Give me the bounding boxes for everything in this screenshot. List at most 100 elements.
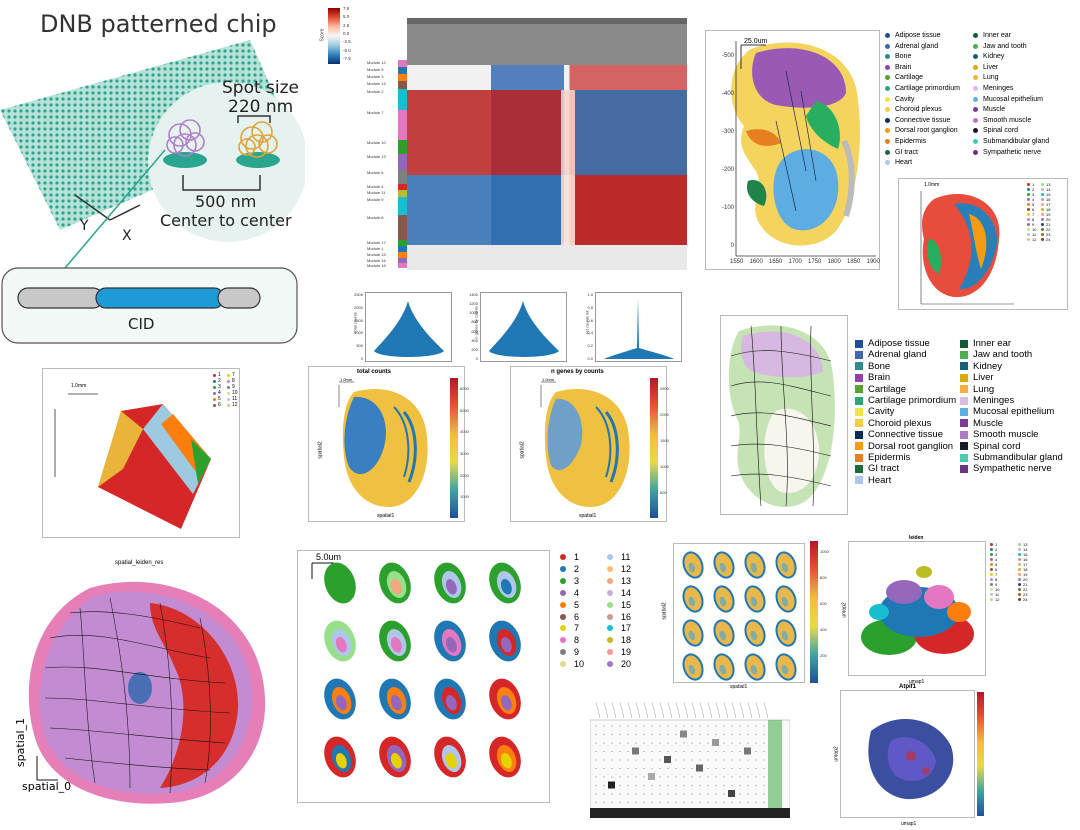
umap-leiden-title: leiden	[909, 535, 924, 541]
dot	[683, 776, 685, 778]
dot-plot-header-tick	[747, 701, 753, 719]
tissue-legend-item: Cartilage primordium	[855, 395, 956, 406]
dot	[667, 776, 669, 778]
colorbar-tick: 4000	[460, 429, 469, 435]
tissue-swatch	[960, 396, 968, 405]
dot	[667, 725, 669, 727]
tissue-swatch	[855, 362, 863, 371]
cluster-swatch	[213, 391, 216, 395]
heatmap-colorbar-tick: -5.0	[343, 47, 351, 53]
grid20-swatch	[607, 625, 613, 632]
cluster-swatch	[213, 379, 216, 383]
umap-gene-panel: Atpif1 umap1 umap2	[834, 684, 975, 827]
dot	[675, 776, 677, 778]
cluster-swatch	[1041, 193, 1044, 196]
grid20-legend-label: 1	[574, 552, 580, 562]
tissue-legend-label: Bone	[868, 360, 891, 372]
dot	[731, 767, 733, 770]
tissue-legend-item: Spinal cord	[960, 441, 1021, 452]
grid20-swatch	[560, 613, 566, 620]
dot	[595, 742, 597, 744]
dot	[739, 776, 741, 778]
total-counts-colorbar	[450, 378, 458, 518]
cluster-legend-item: 22	[1041, 227, 1050, 232]
dot	[651, 733, 653, 736]
dot	[619, 742, 621, 744]
dot	[739, 784, 741, 787]
cluster-legend-item: 17	[1018, 562, 1027, 567]
cluster-swatch	[1018, 578, 1021, 581]
heatmap-module-color	[398, 110, 407, 140]
cluster-swatch	[1018, 558, 1021, 561]
grid20-legend-item: 1	[560, 552, 579, 562]
cluster-legend-item: 3	[213, 384, 221, 390]
cluster-label: 15	[1023, 552, 1028, 557]
heat-oval	[775, 551, 797, 579]
dot-plot-header-tick	[667, 701, 673, 719]
dot	[747, 733, 749, 736]
dot	[715, 776, 717, 778]
tissue-legend-label: Adipose tissue	[895, 32, 941, 39]
cluster-legend-item: 24	[1018, 597, 1027, 602]
cluster-label: 21	[1023, 582, 1028, 587]
section-oval	[379, 620, 411, 662]
dot	[659, 767, 661, 770]
violin-y-tick: 800	[471, 319, 478, 325]
square-section-plot	[54, 393, 211, 529]
dot	[651, 725, 653, 727]
total-counts-ylabel: spatial2	[317, 441, 324, 459]
dot	[595, 733, 597, 736]
total-counts-xlabel: spatial1	[377, 513, 395, 519]
cluster-swatch	[990, 553, 993, 556]
grid20-swatch	[560, 625, 566, 632]
dot	[659, 801, 661, 804]
grid20-legend-item: 9	[560, 647, 579, 657]
cluster-legend-item: 11	[227, 396, 237, 402]
dot	[723, 776, 725, 778]
dot	[731, 759, 733, 761]
dot	[643, 767, 645, 770]
tissue-swatch	[885, 43, 890, 49]
tissue-swatch	[960, 419, 968, 428]
cluster-label: 4	[1032, 197, 1035, 202]
dot	[691, 750, 693, 753]
dot	[699, 725, 701, 727]
section-oval	[489, 678, 521, 720]
total-counts-title: total counts	[357, 369, 391, 375]
colorbar-tick: 1000	[460, 494, 469, 500]
dot	[611, 776, 613, 778]
n-genes-plot	[540, 381, 630, 507]
dot	[763, 776, 765, 778]
cluster-legend-item: 23	[1018, 592, 1027, 597]
heatmap-module-color	[398, 170, 407, 184]
dot	[675, 742, 677, 744]
violin-y-tick: 0.6	[587, 317, 593, 323]
grid20-swatch	[607, 565, 613, 572]
cluster-legend-item: 8	[227, 378, 235, 384]
dot-plot-header-tick	[595, 701, 601, 719]
cluster-legend-item: 1	[990, 542, 997, 547]
tissue-legend-item: Adipose tissue	[885, 32, 941, 39]
cluster-label: 12	[1032, 237, 1037, 242]
leiden-axis-y: spatial_1	[14, 717, 28, 768]
dot	[659, 784, 661, 787]
grid20-legend-item: 8	[560, 635, 579, 645]
colorbar-tick: 200	[820, 653, 827, 658]
tissue-legend-item: Mucosal epithelium	[973, 96, 1043, 103]
dot	[595, 801, 597, 804]
grid20-legend-label: 3	[574, 575, 580, 586]
dot	[651, 767, 653, 770]
cluster-legend-item: 9	[1027, 222, 1034, 227]
heatmap-module-color	[398, 60, 407, 67]
section-oval	[489, 562, 521, 604]
cluster-label: 23	[1046, 232, 1051, 237]
cluster-swatch	[1018, 588, 1021, 591]
dot	[595, 759, 597, 761]
heat-oval	[713, 653, 735, 681]
dot	[755, 784, 757, 787]
heatmap-colorbar-tick: 5.0	[343, 14, 350, 20]
colorbar-tick: 500	[660, 490, 667, 495]
cluster-legend-item: 24	[1041, 237, 1050, 242]
